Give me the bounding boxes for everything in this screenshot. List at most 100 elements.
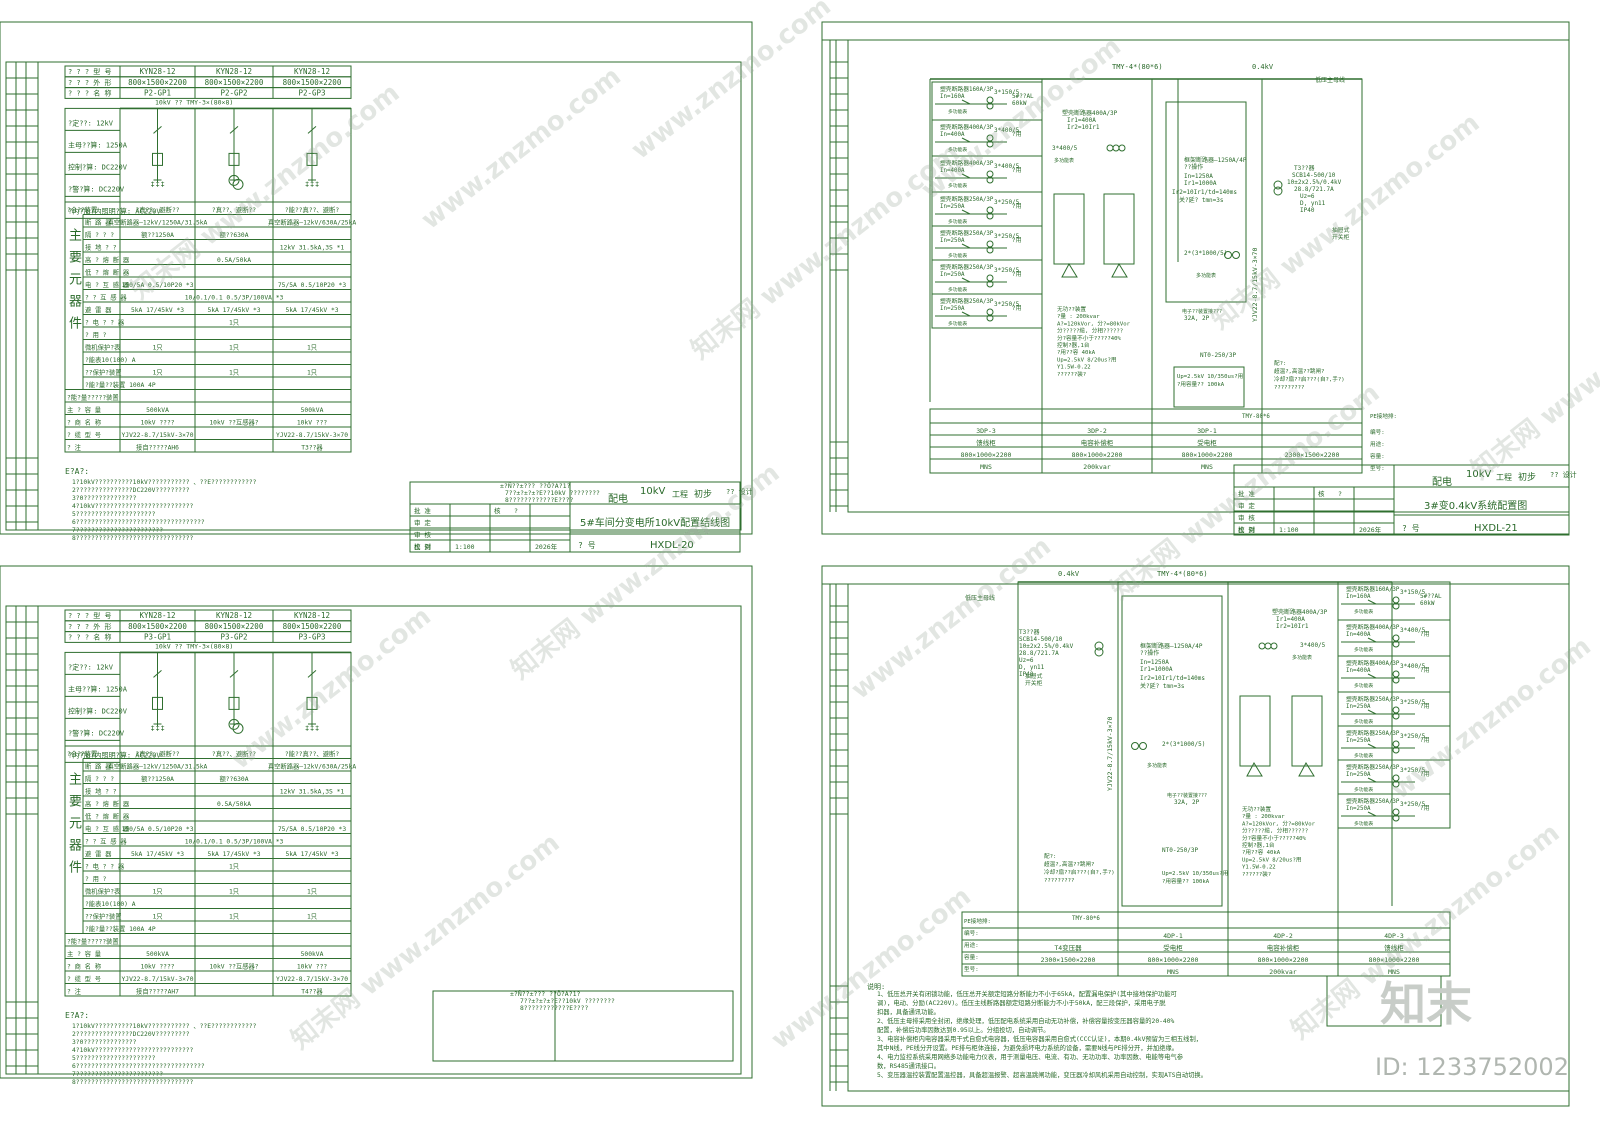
table-row xyxy=(64,631,352,643)
component-value: 100/5A 0.5/10P20 *3 xyxy=(121,282,193,289)
component-label: ? 用 ? xyxy=(85,875,107,883)
column-name: P3-GP3 xyxy=(298,633,325,642)
component-value: 500kVA xyxy=(146,407,169,414)
transformer-dyn: D, yn11 xyxy=(1019,664,1045,671)
cabinet-label: 抽屉式 xyxy=(1332,226,1350,234)
component-value: 1只 xyxy=(229,888,239,896)
incomer-ir2: Ir2=10Ir1/td=140ms xyxy=(1140,675,1205,682)
row-label: 用途: xyxy=(964,941,979,949)
component-value: 5kA 17/45kV *3 xyxy=(131,851,184,858)
transformer-note: 配?: xyxy=(1274,360,1286,367)
component-label: ??保护?装置 xyxy=(85,912,122,921)
note-line: 扣器，具备通讯功能。 xyxy=(877,1007,940,1016)
feeder-load: ?用 xyxy=(1012,237,1022,244)
component-label: ?合??装置 xyxy=(67,205,97,214)
component-label: 低 ? 熔 断 器 xyxy=(85,268,130,277)
component-label: ? 注 xyxy=(67,987,82,996)
cap-desc: ?量 : 200kvar xyxy=(1057,313,1100,320)
role-label: 校 对 xyxy=(414,542,431,551)
row-label: 用途: xyxy=(1370,440,1385,448)
bus-note: 低压主母线 xyxy=(965,594,995,602)
feeder-current: In=400A xyxy=(940,168,965,174)
transformer-name: T3??器 xyxy=(1019,629,1039,636)
feeder-ct: 3*400/5 xyxy=(1400,627,1426,634)
breaker-symbol xyxy=(306,152,318,166)
section-title-char: 要 xyxy=(69,251,82,266)
row-label: ? ? ? 型 号 xyxy=(68,67,112,76)
spd-rating: 32A, 2P xyxy=(1184,315,1210,322)
pt-symbol xyxy=(232,722,244,734)
note-line: 5????????????????????? xyxy=(72,1055,156,1062)
component-label: ?能?量?????装置 xyxy=(67,393,119,402)
feeder-breaker: 塑壳断路器250A/3P xyxy=(1346,695,1400,703)
ct-symbol xyxy=(1264,642,1272,650)
component-value: 75/5A 0.5/10P20 *3 xyxy=(278,826,346,833)
title-block xyxy=(409,481,741,553)
surge: Up=2.5kV 10/350us?用 xyxy=(1177,373,1243,380)
component-value: 10/0.1/0.1 0.5/3P/100VA *3 xyxy=(185,839,284,846)
feeder-ct: 3*250/5 xyxy=(1400,767,1426,774)
stamp-text: ±?Ñ??±??? ??Õ?A?1? xyxy=(510,989,581,998)
ct-symbol: ‡ xyxy=(305,180,309,188)
transformer-uk: Uz=6 xyxy=(1019,657,1034,664)
component-label: ? 商 名 称 xyxy=(67,962,102,971)
section-title-char: 件 xyxy=(69,861,82,876)
feeder-load: ?用 xyxy=(1012,271,1022,278)
design-stage-extra: ?? 设计 xyxy=(726,487,753,496)
capacitor-symbol xyxy=(1111,262,1128,278)
drawing-frame xyxy=(847,583,1570,1092)
ct-symbol xyxy=(986,212,994,220)
note-line: 其中N线，PE线分开设置。PE排与柜体连接，为避免损坏电力系统的设备，需要N线与… xyxy=(877,1043,1178,1052)
frame-line xyxy=(961,311,971,317)
component-label: ? 电 ? ? 器 xyxy=(85,318,125,327)
ct-symbol xyxy=(986,176,994,184)
cabinet-label: 开关柜 xyxy=(1025,679,1043,687)
left-info: ?内?加?内照明?算: AC220V xyxy=(68,750,161,759)
note-line: 3?0?????????????? xyxy=(72,495,137,502)
component-label: ?合??装置 xyxy=(67,749,97,758)
ct-symbol: ‡ xyxy=(156,180,160,188)
section-title-char: 件 xyxy=(69,317,82,332)
note-line: 7??????????????????????? xyxy=(72,1071,163,1078)
note-line: 5、变压器温控装置配置温控器，具备超温报警、超高温跳闸功能，变压器冷却风机采用自… xyxy=(877,1070,1207,1079)
section-title-char: 器 xyxy=(69,839,82,854)
spd-rating: 32A, 2P xyxy=(1174,799,1200,806)
feeder-load: ?用 xyxy=(1420,805,1430,812)
meter-label: 多功能表 xyxy=(1354,608,1373,615)
feeder-current: In=400A xyxy=(1346,632,1371,638)
capacitor-symbol xyxy=(1246,761,1263,777)
feeder-load: 5#??AL xyxy=(1420,593,1442,600)
frame-line xyxy=(961,173,971,179)
ct-symbol: ‡ xyxy=(161,724,165,732)
feeder-ct: 3*250/5 xyxy=(994,267,1020,274)
date: 2026年 xyxy=(1359,525,1382,534)
feeder-current: In=250A xyxy=(940,238,965,244)
breaker-symbol xyxy=(228,696,240,710)
project-type: 工程 xyxy=(672,490,688,499)
cap-desc: 分?容量不小于?????40% xyxy=(1242,834,1307,842)
frame-line xyxy=(153,670,162,678)
note-line: 1?10kV??????????10kV??????????? 、??E????… xyxy=(72,479,257,486)
drawing-title: 3#变0.4kV系统配置图 xyxy=(1424,499,1527,512)
meter-label: 多功能表 xyxy=(1354,820,1373,827)
brand-logo: 知末 xyxy=(1380,977,1472,1031)
ct-symbol: ‡ xyxy=(310,180,314,188)
component-value: T3??器 xyxy=(301,444,323,452)
note-line: 数，RS485通讯接口。 xyxy=(877,1061,940,1070)
bus-label: 10kV ?? TMY-3×(80×8) xyxy=(155,98,233,106)
component-value: 真空断路器—12kV/1250A/31.5kA xyxy=(108,762,208,771)
incomer-in: In=1250A xyxy=(1184,173,1213,180)
ct-symbol xyxy=(986,140,994,148)
component-label: 避 雷 器 xyxy=(85,305,112,314)
incomer-ct: 2*(3*1000/5) xyxy=(1162,741,1205,748)
column-header: KYN28-12 xyxy=(216,611,252,620)
left-info: 控制?算: DC220V xyxy=(68,706,128,715)
component-value: 真空断路器—12kV/630A/25kA xyxy=(268,762,357,771)
meter-label: 多功能表 xyxy=(1354,718,1373,725)
component-label: 隔 ? ? ? xyxy=(85,230,114,239)
breaker-symbol xyxy=(152,696,163,710)
transformer-note: 冷却?扇??启???(自?,手?) xyxy=(1274,375,1345,383)
breaker-symbol xyxy=(306,696,318,710)
voltage-label: 0.4kV xyxy=(1252,63,1274,71)
